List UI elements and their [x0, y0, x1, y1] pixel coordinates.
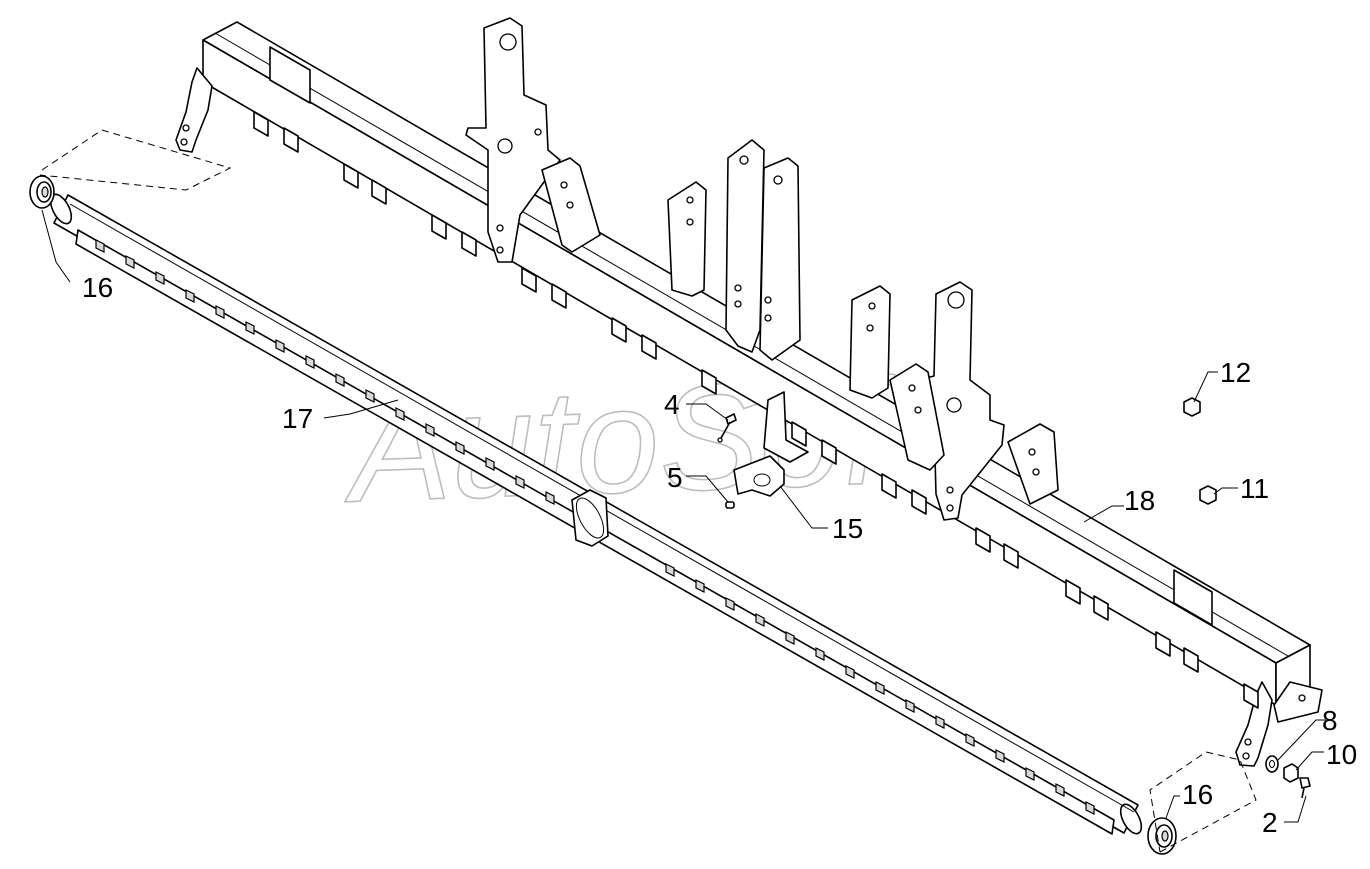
bearing-left	[29, 175, 55, 209]
callout-10: 10	[1326, 739, 1357, 770]
clamp-15	[733, 391, 809, 497]
callout-11: 11	[1240, 473, 1269, 504]
nut-11	[1199, 485, 1217, 505]
callout-17: 17	[282, 403, 313, 434]
washer-8	[1265, 755, 1279, 773]
pin-5	[725, 501, 735, 509]
leader-lines	[41, 209, 1326, 823]
callout-16-right: 16	[1182, 779, 1213, 810]
callout-5: 5	[667, 462, 683, 493]
bearing-right	[1147, 817, 1177, 855]
callout-4: 4	[664, 389, 680, 420]
callout-15: 15	[832, 513, 863, 544]
hitch-plates	[465, 17, 1059, 521]
assembly-guide-right	[1149, 751, 1257, 853]
nut-10	[1283, 763, 1299, 783]
callout-2: 2	[1262, 807, 1278, 838]
rotor-tube	[49, 193, 1143, 835]
callout-16-left: 16	[82, 272, 113, 303]
callout-18: 18	[1124, 485, 1155, 516]
bolt-2	[1299, 777, 1311, 799]
callout-8: 8	[1322, 705, 1338, 736]
callout-12: 12	[1220, 357, 1251, 388]
assembly-guide-left	[39, 129, 232, 191]
nut-12	[1183, 397, 1201, 417]
bolt-4	[717, 413, 737, 443]
beam-mounting-lugs	[253, 111, 1259, 709]
